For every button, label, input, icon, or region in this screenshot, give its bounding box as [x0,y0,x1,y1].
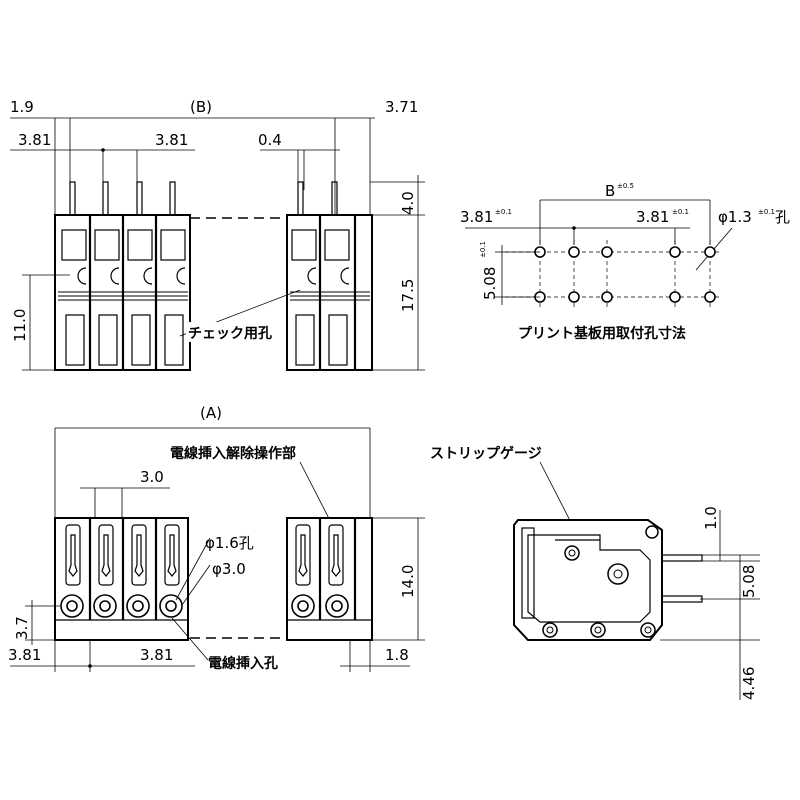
dim-pin-length: 4.0 [399,191,417,215]
dim-b: B [605,182,615,200]
dim-pcb-row-tol: ±0.1 [479,241,487,258]
dim-pitch-left: 3.81 [18,131,51,149]
dim-pin-thickness: 1.0 [702,506,720,530]
side-view: ストリップゲージ 1.0 5. [430,445,760,700]
dim-total-b: (B) [190,98,212,116]
dim-front-pitch-left: 3.81 [8,646,41,664]
dim-hole-height: 3.7 [13,616,31,640]
release-slots [65,524,344,586]
dim-front-right-edge: 1.8 [385,646,409,664]
label-check-hole: チェック用孔 [188,326,272,342]
dim-front-pitch-mid: 3.81 [140,646,173,664]
top-body [54,214,373,371]
dim-pcb-pitch-2: 3.81 [636,208,669,226]
dim-pin-spacing: 5.08 [740,565,758,598]
dim-pcb-hole-tol: ±0.1 [758,208,775,216]
dim-check-height: 11.0 [11,309,29,342]
top-view: 1.9 (B) 3.71 3.81 3.81 0.4 [10,98,425,371]
pcb-hole-layout: B ±0.5 3.81 ±0.1 3.81 ±0.1 φ1.3 ±0.1 孔 [460,182,790,342]
side-pins [661,554,703,603]
dim-hole-1-6: φ1.6孔 [205,534,254,552]
dim-pcb-pitch-1-tol: ±0.1 [495,208,512,216]
dim-pin-width: 0.4 [258,131,282,149]
label-strip-gauge: ストリップゲージ [430,445,542,462]
front-view: (A) 電線挿入解除操作部 3.0 [8,404,425,672]
dim-pcb-hole: φ1.3 [718,208,752,226]
dim-slot-pitch: 3.0 [140,468,164,486]
pcb-caption: プリント基板用取付孔寸法 [518,325,686,342]
dim-pcb-pitch-2-tol: ±0.1 [672,208,689,216]
dim-pcb-row: 5.08 [481,267,499,300]
dim-right-edge: 3.71 [385,98,418,116]
dim-hole-3-0: φ3.0 [212,560,246,578]
wire-holes [60,594,349,618]
label-release-operation: 電線挿入解除操作部 [170,445,296,462]
dim-left-edge: 1.9 [10,98,34,116]
dim-pcb-hole-suffix: 孔 [775,208,790,226]
front-body [54,517,373,641]
dim-total-a: (A) [200,404,222,422]
label-wire-insertion-hole: 電線挿入孔 [208,655,278,672]
side-body [513,519,663,641]
dim-b-tol: ±0.5 [617,182,634,190]
top-pins [69,181,338,218]
dim-pitch-mid: 3.81 [155,131,188,149]
dim-front-height: 14.0 [399,565,417,598]
pcb-holes [534,246,716,303]
dim-pcb-pitch-1: 3.81 [460,208,493,226]
dim-height-17-5: 17.5 [399,279,417,312]
dim-pin-offset: 4.46 [740,667,758,700]
